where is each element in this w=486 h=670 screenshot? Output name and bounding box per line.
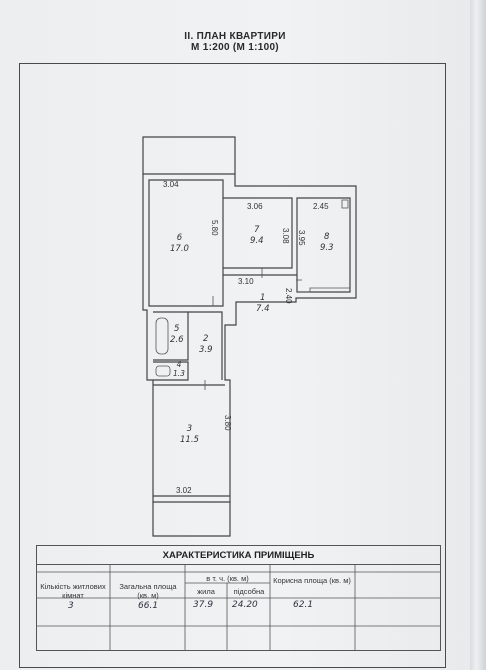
table-title: ХАРАКТЕРИСТИКА ПРИМІЩЕНЬ bbox=[37, 546, 440, 565]
plan-scale: М 1:200 (М 1:100) bbox=[191, 42, 279, 53]
balcony-top bbox=[142, 136, 236, 174]
header-useful-area: Корисна площа (кв. м) bbox=[273, 576, 351, 585]
bathtub bbox=[155, 317, 169, 355]
wall-room3 bbox=[153, 384, 230, 497]
wall-wc bbox=[153, 361, 189, 381]
value-useful-area: 62.1 bbox=[293, 600, 314, 610]
header-rooms-count: Кількість житлових кімнат bbox=[40, 582, 106, 600]
characteristics-table: ХАРАКТЕРИСТИКА ПРИМІЩЕНЬ bbox=[36, 545, 441, 651]
plan-title: II. ПЛАН КВАРТИРИ bbox=[184, 31, 286, 42]
dim-room7-width: 3.06 bbox=[247, 202, 263, 211]
plan-frame bbox=[19, 63, 446, 668]
header-auxiliary: підсобна bbox=[233, 587, 265, 596]
value-auxiliary: 24.20 bbox=[232, 600, 258, 610]
dim-room8-length: 3.95 bbox=[297, 230, 306, 246]
value-rooms-count: 3 bbox=[68, 601, 74, 611]
dim-room3-length: 3.80 bbox=[223, 415, 232, 431]
vent-box bbox=[341, 199, 349, 209]
page-edge bbox=[470, 0, 486, 670]
wall-room7 bbox=[223, 197, 293, 269]
plan-walls bbox=[142, 136, 357, 537]
wall-room6 bbox=[148, 179, 224, 307]
header-total-area: Загальна площа (кв. м) bbox=[119, 582, 177, 600]
value-total-area: 66.1 bbox=[138, 601, 159, 611]
outer-wall bbox=[142, 173, 357, 503]
dim-room8-width: 2.45 bbox=[313, 202, 329, 211]
value-living: 37.9 bbox=[193, 600, 214, 610]
dim-room7-length: 3.08 bbox=[281, 228, 290, 244]
dim-room3-width: 3.02 bbox=[176, 486, 192, 495]
header-living: жила bbox=[197, 587, 215, 596]
wall-bath bbox=[153, 311, 189, 361]
kitchen-corner bbox=[297, 287, 350, 293]
dim-room6-width: 3.04 bbox=[163, 180, 179, 189]
wall-hall bbox=[188, 311, 223, 380]
plan-details bbox=[155, 199, 350, 390]
dim-corridor-width: 3.10 bbox=[238, 277, 254, 286]
dim-room6-length: 5.80 bbox=[210, 220, 219, 236]
dim-corridor-length: 2.40 bbox=[284, 288, 293, 304]
wall-room8 bbox=[296, 197, 351, 293]
document-sheet bbox=[0, 0, 470, 670]
balcony-bottom bbox=[152, 502, 231, 537]
header-including: в т. ч. (кв. м) bbox=[206, 574, 249, 583]
table-lines bbox=[36, 564, 441, 651]
sink bbox=[155, 365, 171, 377]
